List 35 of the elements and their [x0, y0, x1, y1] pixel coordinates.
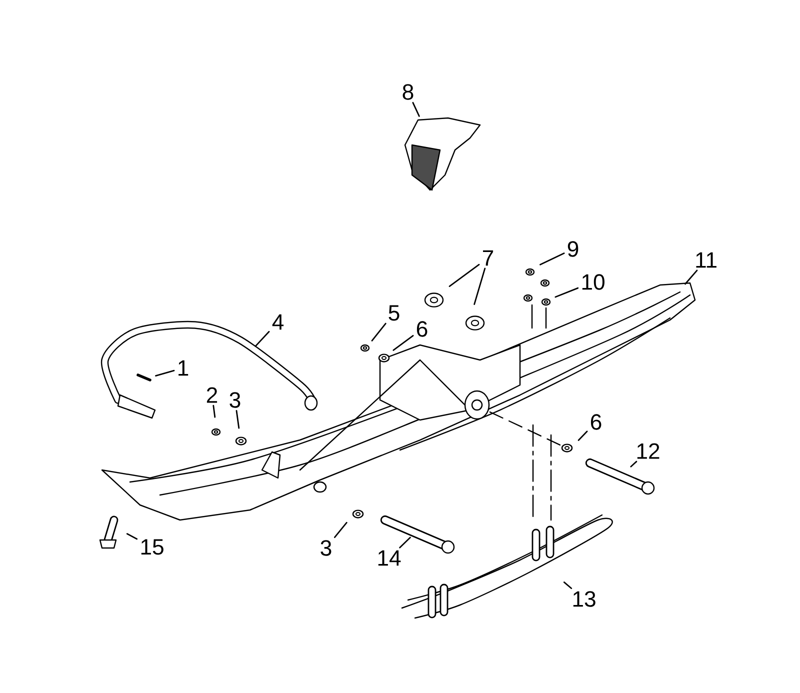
callout-number: 14: [378, 550, 401, 566]
callout-number: 7: [483, 250, 494, 266]
callout-number: 1: [178, 360, 188, 376]
leader-line: [630, 460, 638, 468]
callout-number: 5: [388, 305, 400, 321]
leader-line: [412, 102, 420, 117]
callout-number: 6: [590, 414, 602, 430]
leader-line: [236, 410, 240, 429]
leader-line: [563, 582, 572, 590]
leader-line: [392, 334, 414, 351]
leader-line: [399, 536, 411, 548]
callout-number: 12: [637, 443, 660, 459]
callout-number: 4: [272, 314, 284, 330]
leader-line: [212, 404, 216, 418]
leader-line: [540, 252, 565, 266]
leader-line: [126, 533, 138, 540]
callout-number: 2: [206, 387, 218, 403]
leader-line: [155, 370, 175, 376]
callout-number: 9: [568, 241, 578, 257]
callout-number: 3: [320, 540, 332, 556]
callout-number: 13: [573, 591, 596, 607]
callout-number: 6: [416, 321, 428, 337]
leader-line: [554, 287, 579, 298]
callout-number: 11: [696, 252, 716, 268]
callout-number: 15: [141, 539, 164, 555]
leader-line: [578, 430, 588, 441]
callout-number: 8: [402, 84, 414, 100]
callout-number: 3: [230, 392, 240, 408]
leader-line: [474, 268, 486, 305]
leader-line: [371, 322, 386, 342]
leader-line: [684, 270, 698, 285]
leader-line: [448, 264, 480, 287]
callout-number: 10: [582, 274, 604, 290]
leader-line: [334, 522, 348, 538]
leader-line: [254, 330, 270, 347]
